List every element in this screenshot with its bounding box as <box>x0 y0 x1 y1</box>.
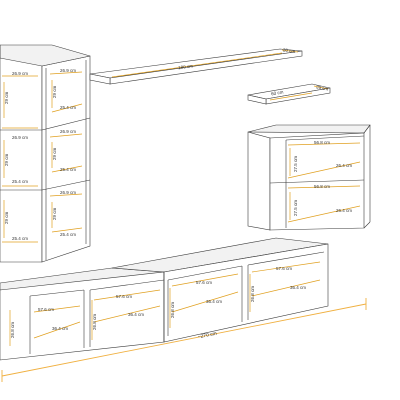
dim-label-width: 57.6 cm <box>196 280 212 285</box>
dim-line <box>49 133 83 138</box>
tv-inner-edge <box>29 289 85 297</box>
dim-label-height: 27.5 cm <box>293 156 298 172</box>
dim-label-height: 29 cm <box>4 211 9 224</box>
tv-inner-edge <box>167 265 243 281</box>
dim-label-length: 180 cm <box>178 63 194 70</box>
dim-label-height: 29 cm <box>52 85 57 98</box>
dim-line <box>33 305 81 313</box>
dim-label-depth: 25.4 cm <box>12 179 28 184</box>
dim-line <box>93 305 161 323</box>
dim-line <box>269 92 313 101</box>
dim-label-height: 29 cm <box>4 91 9 104</box>
tv-stand-modules: 57.6 cm 36.4 cm 57.6 cm 36.4 cm 57.6 cm … <box>0 237 329 361</box>
dim-label-total: ~270 cm <box>197 331 217 341</box>
dim-label-width: 57.6 cm <box>116 294 132 299</box>
dim-line <box>111 52 283 78</box>
cabinet-divider <box>269 179 365 184</box>
short-floating-shelf: 60 cm 20 cm <box>247 83 331 105</box>
dim-label-depth: 26.4 cm <box>336 163 352 168</box>
dim-line <box>51 227 83 233</box>
dim-line <box>287 142 361 146</box>
dim-line <box>49 193 83 197</box>
dim-label-height: 27.5 cm <box>293 200 298 216</box>
long-floating-shelf: 180 cm 20 cm <box>89 47 303 85</box>
dim-label-depth: 20 cm <box>283 47 296 54</box>
dim-label-height: 26.8 cm <box>10 322 15 338</box>
dim-label-length: 60 cm <box>271 89 284 96</box>
dim-label-height: 26.8 cm <box>92 314 97 330</box>
dim-label-width: 26.9 cm <box>12 135 28 140</box>
cabinet-edge <box>363 221 371 229</box>
dim-line <box>51 165 83 173</box>
dim-label-width: 26.9 cm <box>60 68 76 73</box>
dim-line <box>281 49 299 53</box>
dim-label-depth: 36.4 cm <box>206 299 222 304</box>
dim-line <box>251 261 321 273</box>
dim-label-height: 29 cm <box>52 207 57 220</box>
dim-label-depth: 25.4 cm <box>12 236 28 241</box>
tv-inner-edge <box>247 251 325 266</box>
dim-label-depth: 25.4 cm <box>60 167 76 172</box>
tall-unit-divider <box>41 117 91 131</box>
dim-label-width: 57.6 cm <box>38 307 54 312</box>
dim-label-width: 56.8 cm <box>314 184 330 189</box>
dim-label-depth: 25.4 cm <box>60 105 76 110</box>
dim-label-width: 26.9 cm <box>60 129 76 134</box>
dim-line <box>287 185 361 189</box>
dim-line <box>251 279 321 297</box>
long-shelf-end <box>89 73 111 85</box>
cabinet-inner-edge <box>285 135 365 141</box>
cabinet-top <box>247 124 371 134</box>
dim-label-depth: 36.4 cm <box>52 326 68 331</box>
tv-inner-edge <box>89 279 165 291</box>
dim-label-height: 26.8 cm <box>250 286 255 302</box>
long-shelf-top <box>89 48 303 79</box>
dim-label-height: 29 cm <box>4 153 9 166</box>
cabinet-side <box>247 131 271 231</box>
tall-wall-unit: 26.9 cm 26.9 cm 25.4 cm 26.9 cm 26.9 cm … <box>0 44 91 263</box>
dim-line <box>33 321 81 339</box>
dim-label-depth: 36.4 cm <box>128 312 144 317</box>
dim-label-width: 26.9 cm <box>12 71 28 76</box>
dim-line <box>171 291 239 313</box>
dim-label-depth: 25.4 cm <box>60 232 76 237</box>
tall-unit-divider <box>41 179 91 191</box>
tall-unit-top <box>0 44 91 67</box>
overall-dim-line <box>1 303 367 377</box>
dim-label-depth: 26.4 cm <box>336 208 352 213</box>
cabinet-edge <box>363 124 371 134</box>
dim-line <box>171 273 239 287</box>
dim-line <box>93 289 161 301</box>
dim-label-depth: 20 cm <box>316 84 329 91</box>
dim-line <box>313 85 329 90</box>
dim-label-height: 26.8 cm <box>170 302 175 318</box>
dim-line <box>287 161 361 179</box>
dim-label-width: 26.9 cm <box>60 190 76 195</box>
dim-line <box>51 103 83 113</box>
dim-line <box>287 205 361 223</box>
small-wall-cabinet: 56.8 cm 26.4 cm 56.8 cm 26.4 cm 27.5 cm … <box>247 124 371 231</box>
overall-length-dimension: ~270 cm <box>1 298 367 382</box>
dim-label-depth: 36.4 cm <box>290 285 306 290</box>
dim-label-height: 29 cm <box>52 147 57 160</box>
dim-label-width: 56.8 cm <box>314 140 330 145</box>
short-shelf-end <box>247 94 267 105</box>
dim-line <box>49 71 83 75</box>
dim-label-width: 57.6 cm <box>276 266 292 271</box>
